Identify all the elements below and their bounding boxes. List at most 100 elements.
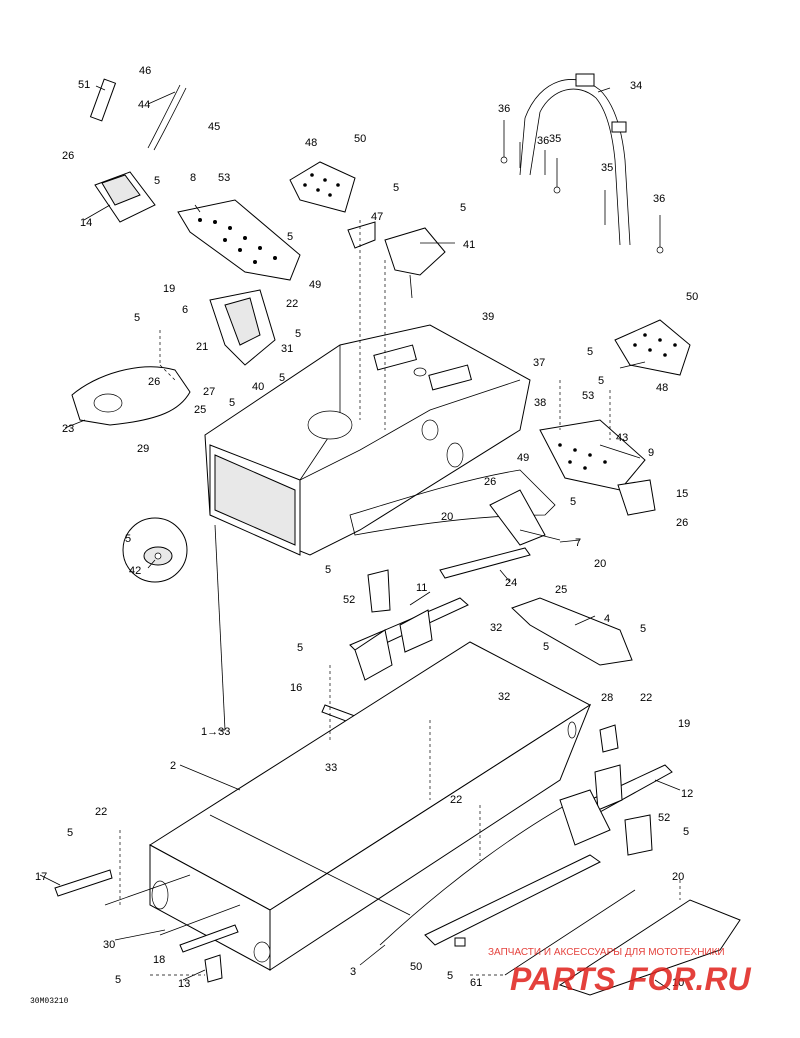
callout-48: 48 [656, 382, 668, 394]
callout-30: 30 [103, 939, 115, 951]
callout-5: 5 [229, 397, 235, 409]
bracket-part-6 [209, 289, 276, 366]
plate-part-9 [539, 419, 646, 491]
callout-22: 22 [640, 692, 652, 704]
callout-12: 12 [681, 788, 693, 800]
bracket-part-7 [489, 489, 561, 546]
tunnel-part-2 [149, 641, 592, 971]
washer-part-42 [122, 517, 188, 583]
callout-5: 5 [598, 375, 604, 387]
bracket-part-12 [589, 764, 673, 813]
callout-5: 5 [287, 231, 293, 243]
plate-part-48-right [614, 319, 691, 376]
callout-25: 25 [194, 404, 206, 416]
callout-19: 19 [678, 718, 690, 730]
callout-36: 36 [498, 103, 510, 115]
callout-34: 34 [630, 80, 642, 92]
callout-50: 50 [354, 133, 366, 145]
callout-22: 22 [95, 806, 107, 818]
callout-44: 44 [138, 99, 150, 111]
callout-1-33: 1→33 [201, 726, 230, 738]
watermark-logo: ЗАПЧАСТИ И АКСЕССУАРЫ ДЛЯ МОТОТЕХНИКИ PA… [488, 947, 752, 997]
callout-20: 20 [594, 558, 606, 570]
watermark-line2b: FOR.RU [628, 961, 752, 997]
callout-49: 49 [517, 452, 529, 464]
callout-53: 53 [218, 172, 230, 184]
callout-5: 5 [640, 623, 646, 635]
callout-20: 20 [672, 871, 684, 883]
strip-part-24 [439, 547, 531, 579]
callout-labels: 51 46 44 45 34 36 35 36 35 36 48 50 26 5… [35, 65, 698, 990]
callout-21: 21 [196, 341, 208, 353]
callout-48: 48 [305, 137, 317, 149]
callout-47: 47 [371, 211, 383, 223]
strip-part-18 [179, 924, 239, 953]
callout-13: 13 [178, 978, 190, 990]
rail-part-11 [349, 597, 469, 681]
callout-5: 5 [543, 641, 549, 653]
callout-25: 25 [555, 584, 567, 596]
plate-part-8 [177, 199, 301, 281]
callout-45: 45 [208, 121, 220, 133]
callout-26: 26 [484, 476, 496, 488]
leader-lines [39, 85, 681, 991]
callout-31: 31 [281, 343, 293, 355]
callout-35: 35 [601, 162, 613, 174]
callout-32: 32 [498, 691, 510, 703]
callout-11: 11 [416, 582, 427, 594]
callout-26: 26 [62, 150, 74, 162]
bracket-part-52-top [367, 569, 391, 613]
callout-41: 41 [463, 239, 475, 251]
callout-36: 36 [537, 135, 549, 147]
bracket-part-13 [204, 954, 223, 983]
bracket-part-47 [347, 221, 376, 249]
bolts-36-35 [500, 120, 664, 254]
callout-49: 49 [309, 279, 321, 291]
callout-36: 36 [653, 193, 665, 205]
callout-5: 5 [447, 970, 453, 982]
callout-18: 18 [153, 954, 165, 966]
callout-5: 5 [295, 328, 301, 340]
bracket-part-15 [617, 479, 656, 516]
callout-6: 6 [182, 304, 188, 316]
callout-33: 33 [325, 762, 337, 774]
watermark-line2a: PARTS [510, 961, 616, 997]
dashed-alignment-lines [119, 220, 681, 976]
callout-5: 5 [154, 175, 160, 187]
callout-7: 7 [575, 537, 581, 549]
callout-27: 27 [203, 386, 215, 398]
callout-50: 50 [410, 961, 422, 973]
rods-part-30 [104, 874, 241, 936]
callout-20: 20 [441, 511, 453, 523]
handle-bar-part [519, 73, 631, 246]
callout-46: 46 [139, 65, 151, 77]
plate-part-23 [71, 366, 191, 426]
callout-22: 22 [450, 794, 462, 806]
callout-5: 5 [325, 564, 331, 576]
plate-part-50-bottom [424, 854, 601, 947]
bracket-part-14 [94, 171, 156, 223]
callout-28: 28 [601, 692, 613, 704]
callout-24: 24 [505, 577, 517, 589]
callout-17: 17 [35, 871, 47, 883]
callout-26: 26 [676, 517, 688, 529]
bracket-part-28 [599, 724, 619, 753]
callout-5: 5 [460, 202, 466, 214]
callout-16: 16 [290, 682, 302, 694]
callout-26: 26 [148, 376, 160, 388]
callout-37: 37 [533, 357, 545, 369]
rail-part-3 [379, 799, 576, 946]
callout-32: 32 [490, 622, 502, 634]
callout-5: 5 [67, 827, 73, 839]
watermark-line1: ЗАПЧАСТИ И АКСЕССУАРЫ ДЛЯ МОТОТЕХНИКИ [488, 947, 725, 958]
callout-4: 4 [604, 613, 610, 625]
strip-part-44 [147, 84, 187, 151]
bracket-part-52-bottom [559, 789, 653, 856]
callout-52: 52 [343, 594, 355, 606]
callout-2: 2 [170, 760, 176, 772]
callout-5: 5 [134, 312, 140, 324]
plate-part-4 [511, 597, 633, 666]
rail-part-10 [504, 889, 741, 996]
callout-5: 5 [115, 974, 121, 986]
callout-22: 22 [286, 298, 298, 310]
